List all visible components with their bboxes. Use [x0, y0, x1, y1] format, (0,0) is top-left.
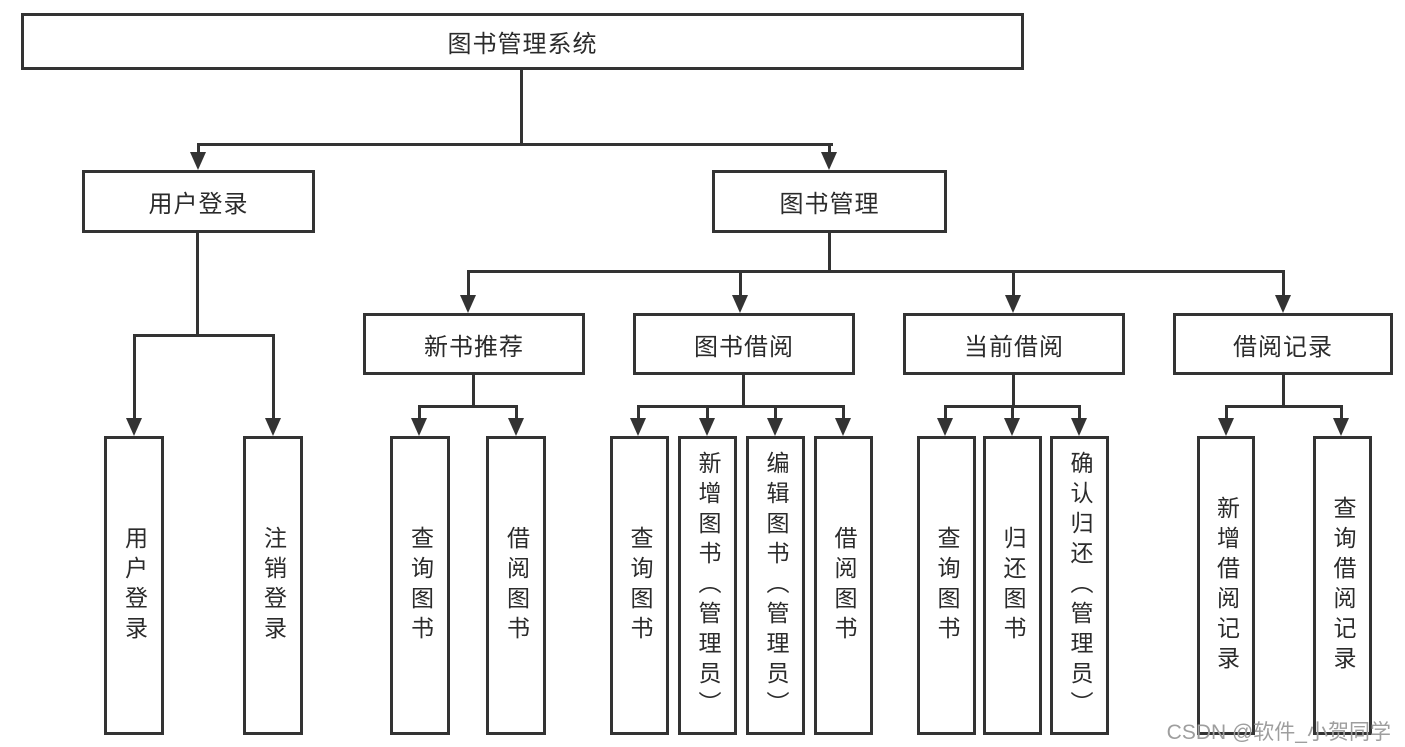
- arrowhead-icon: [411, 418, 427, 436]
- connector-level2-drop: [1012, 270, 1015, 296]
- leaf-label: 新增图书（管理员）: [695, 450, 721, 721]
- connector-leaf-drop: [706, 405, 709, 418]
- node-label: 图书管理: [779, 191, 880, 218]
- leaf-edit-book-admin: 编辑图书（管理员）: [746, 436, 805, 735]
- node-book-borrow: 图书借阅: [633, 313, 855, 375]
- arrowhead-icon: [821, 152, 837, 170]
- node-new-book-recommend: 新书推荐: [363, 313, 585, 375]
- leaf-query-borrow-record: 查询借阅记录: [1313, 436, 1372, 735]
- leaf-label: 确认归还（管理员）: [1067, 450, 1093, 721]
- connector-level2-drop: [467, 270, 470, 296]
- arrowhead-icon: [1218, 418, 1234, 436]
- leaf-label: 新增借阅记录: [1213, 495, 1240, 676]
- node-label: 当前借阅: [964, 333, 1064, 361]
- node-label: 用户登录: [148, 191, 249, 218]
- arrowhead-icon: [460, 295, 476, 313]
- connector-leaf-drop: [637, 405, 640, 418]
- connector-book-mgmt-stem: [828, 233, 831, 273]
- arrowhead-icon: [1071, 418, 1087, 436]
- connector-leaf-drop: [774, 405, 777, 418]
- arrowhead-icon: [937, 418, 953, 436]
- leaf-label: 注销登录: [260, 525, 287, 646]
- node-book-management: 图书管理: [712, 170, 947, 233]
- arrowhead-icon: [767, 418, 783, 436]
- leaf-label: 查询借阅记录: [1330, 495, 1356, 676]
- connector-book-mgmt-branch: [467, 270, 1285, 273]
- connector-user-login-stem: [196, 233, 199, 337]
- leaf-query-book-2: 查询图书: [610, 436, 669, 735]
- connector-level2-drop: [739, 270, 742, 296]
- leaf-label: 归还图书: [1000, 525, 1026, 646]
- node-label: 图书借阅: [694, 333, 794, 361]
- leaf-return-book: 归还图书: [983, 436, 1042, 735]
- leaf-query-book-3: 查询图书: [917, 436, 976, 735]
- connector-book-borrow-branch: [637, 405, 845, 408]
- leaf-label: 编辑图书（管理员）: [763, 450, 789, 721]
- node-borrow-record: 借阅记录: [1173, 313, 1393, 375]
- connector-borrow-record-stem: [1282, 375, 1285, 408]
- leaf-add-book-admin: 新增图书（管理员）: [678, 436, 737, 735]
- arrowhead-icon: [126, 418, 142, 436]
- connector-borrow-record-branch: [1225, 405, 1343, 408]
- arrowhead-icon: [190, 152, 206, 170]
- connector-book-borrow-stem: [742, 375, 745, 408]
- arrowhead-icon: [265, 418, 281, 436]
- connector-leaf-drop: [1011, 405, 1014, 418]
- connector-leaf-drop: [515, 405, 518, 418]
- arrowhead-icon: [1004, 418, 1020, 436]
- leaf-label: 借阅图书: [503, 525, 530, 646]
- connector-leaf-drop: [1078, 405, 1081, 418]
- connector-new-book-stem: [472, 375, 475, 408]
- connector-leaf-drop: [133, 334, 136, 418]
- connector-leaf-drop: [842, 405, 845, 418]
- connector-leaf-drop: [944, 405, 947, 418]
- node-label: 图书管理系统: [447, 31, 598, 58]
- connector-user-login-branch: [133, 334, 275, 337]
- arrowhead-icon: [1333, 418, 1349, 436]
- arrowhead-icon: [732, 295, 748, 313]
- node-current-borrow: 当前借阅: [903, 313, 1125, 375]
- connector-current-borrow-stem: [1012, 375, 1015, 408]
- connector-level2-drop: [1282, 270, 1285, 296]
- leaf-label: 查询图书: [627, 525, 653, 646]
- node-label: 新书推荐: [424, 333, 524, 361]
- connector-book-mgmt-drop: [828, 143, 831, 154]
- leaf-add-borrow-record: 新增借阅记录: [1197, 436, 1255, 735]
- leaf-borrow-book-1: 借阅图书: [486, 436, 546, 735]
- leaf-query-book-1: 查询图书: [390, 436, 450, 735]
- leaf-logout: 注销登录: [243, 436, 303, 735]
- node-library-management-system: 图书管理系统: [21, 13, 1024, 70]
- leaf-label: 借阅图书: [831, 525, 857, 646]
- connector-new-book-branch: [418, 405, 518, 408]
- arrowhead-icon: [1275, 295, 1291, 313]
- leaf-user-login: 用户登录: [104, 436, 164, 735]
- leaf-label: 用户登录: [121, 525, 148, 646]
- csdn-watermark: CSDN @软件_小贺同学: [1166, 721, 1391, 744]
- arrowhead-icon: [1005, 295, 1021, 313]
- arrowhead-icon: [508, 418, 524, 436]
- node-user-login: 用户登录: [82, 170, 315, 233]
- arrowhead-icon: [835, 418, 851, 436]
- connector-user-login-drop: [197, 143, 200, 154]
- arrowhead-icon: [630, 418, 646, 436]
- arrowhead-icon: [699, 418, 715, 436]
- leaf-label: 查询图书: [934, 525, 960, 646]
- connector-leaf-drop: [1225, 405, 1228, 418]
- connector-leaf-drop: [272, 334, 275, 418]
- leaf-borrow-book-2: 借阅图书: [814, 436, 873, 735]
- leaf-confirm-return-admin: 确认归还（管理员）: [1050, 436, 1109, 735]
- connector-root-branch: [197, 143, 833, 146]
- connector-root-stem: [520, 70, 523, 144]
- connector-leaf-drop: [418, 405, 421, 418]
- node-label: 借阅记录: [1233, 333, 1333, 361]
- connector-leaf-drop: [1340, 405, 1343, 418]
- leaf-label: 查询图书: [407, 525, 434, 646]
